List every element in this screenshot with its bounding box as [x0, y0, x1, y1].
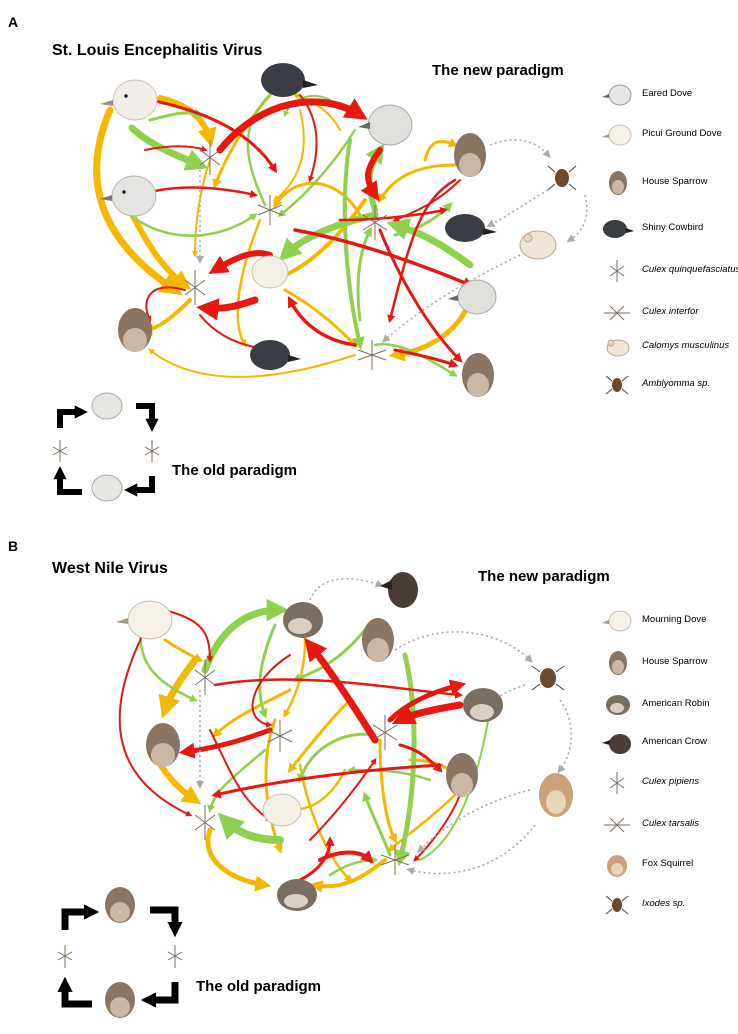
legend-item: Culex pipiens: [596, 770, 738, 796]
legend-label: Mourning Dove: [642, 614, 707, 625]
sparrow-node: [146, 723, 180, 767]
red-arrows: [138, 94, 475, 368]
old-paradigm-label: The old paradigm: [172, 462, 298, 479]
legend-label: Shiny Cowbird: [642, 222, 704, 233]
tick-node: [531, 665, 565, 691]
panel-title: St. Louis Encephalitis Virus: [52, 42, 263, 59]
mosquito-icon: [609, 772, 625, 794]
legend-item: Culex interfor: [596, 300, 738, 326]
squirrel-icon: [607, 855, 627, 877]
transmission-network-b: [57, 572, 573, 1018]
crow-icon: [602, 734, 631, 754]
squirrel-node: [539, 773, 573, 817]
tick-icon: [605, 895, 629, 915]
legend-item: Fox Squirrel: [596, 852, 738, 878]
sparrow-node: [362, 618, 394, 662]
robin-node: [283, 602, 323, 638]
cowbird-node: [445, 214, 497, 242]
old-paradigm-cycle: [52, 392, 160, 502]
mosquito-icon: [604, 817, 630, 833]
legend-label: Culex pipiens: [642, 776, 700, 787]
legend-item: House Sparrow: [596, 170, 738, 196]
legend-item: Mourning Dove: [596, 608, 738, 634]
legend-label: American Crow: [642, 736, 707, 747]
legend-label: American Robin: [642, 698, 710, 709]
sparrow-node: [118, 308, 152, 352]
legend-label: Eared Dove: [642, 88, 693, 99]
mouse-node: [519, 230, 557, 260]
legend-item: House Sparrow: [596, 650, 738, 676]
mourning-dove-node: [262, 793, 302, 827]
picui-dove-node: [251, 255, 289, 289]
mosquito-nodes: [194, 660, 410, 875]
legend-item: Eared Dove: [596, 82, 738, 108]
eared-dove-node: [100, 79, 158, 121]
tick-node: [547, 165, 577, 191]
panel-a: A St. Louis Encephalitis Virus The new p…: [0, 0, 738, 515]
mouse-icon: [606, 339, 630, 357]
legend-label: Culex quinquefasciatus: [642, 264, 738, 275]
panel-b: B West Nile Virus The new paradigm The o…: [0, 520, 738, 1034]
legend-label: Picui Ground Dove: [642, 128, 722, 139]
mourning-dove-node: [116, 600, 173, 640]
crow-node: [380, 572, 418, 608]
cowbird-node: [250, 340, 301, 370]
tick-icon: [605, 375, 629, 395]
pale-dove-icon: [602, 610, 632, 632]
dove-icon: [602, 84, 632, 106]
legend-item: American Crow: [596, 730, 738, 756]
picui-dove-node: [358, 104, 413, 146]
legend-item: Amblyomma sp.: [596, 372, 738, 398]
legend-label: Amblyomma sp.: [642, 378, 711, 389]
cowbird-icon: [603, 220, 634, 238]
robin-node: [463, 688, 503, 722]
panel-title: West Nile Virus: [52, 560, 168, 577]
dotted-arrows: [196, 139, 588, 343]
legend-label: House Sparrow: [642, 176, 708, 187]
sparrow-node: [454, 133, 486, 177]
legend-item: Ixodes sp.: [596, 892, 738, 918]
panel-letter: A: [8, 14, 19, 30]
mosquito-icon: [609, 260, 625, 282]
legend-item: Calomys musculinus: [596, 334, 738, 360]
old-paradigm-label: The old paradigm: [196, 978, 322, 995]
mosquito-nodes: [184, 140, 388, 370]
legend-item: Shiny Cowbird: [596, 216, 738, 242]
sparrow-node: [462, 353, 494, 397]
legend-label: Ixodes sp.: [642, 898, 686, 909]
robin-node: [277, 879, 317, 911]
legend-label: Fox Squirrel: [642, 858, 694, 869]
panel-letter: B: [8, 538, 19, 554]
pale-dove-icon: [602, 124, 632, 146]
old-paradigm-cycle: [57, 887, 183, 1018]
legend-label: Calomys musculinus: [642, 340, 730, 351]
legend-item: Picui Ground Dove: [596, 122, 738, 148]
transmission-network-a: [52, 63, 588, 502]
green-arrows: [138, 598, 493, 877]
legend-label: House Sparrow: [642, 656, 708, 667]
new-paradigm-label: The new paradigm: [432, 62, 564, 79]
picui-dove-node: [448, 279, 497, 315]
new-paradigm-label: The new paradigm: [478, 568, 610, 585]
sparrow-node: [446, 753, 478, 797]
robin-icon: [606, 695, 630, 715]
cowbird-node: [261, 63, 318, 97]
legend-item: American Robin: [596, 692, 738, 718]
red-arrows: [118, 609, 467, 882]
legend-label: Culex tarsalis: [642, 818, 700, 829]
eared-dove-node: [100, 175, 157, 217]
mosquito-icon: [604, 305, 630, 321]
legend-item: Culex quinquefasciatus: [596, 258, 738, 284]
sparrow-icon: [609, 651, 627, 675]
legend-item: Culex tarsalis: [596, 812, 738, 838]
legend-label: Culex interfor: [642, 306, 699, 317]
sparrow-icon: [609, 171, 627, 195]
